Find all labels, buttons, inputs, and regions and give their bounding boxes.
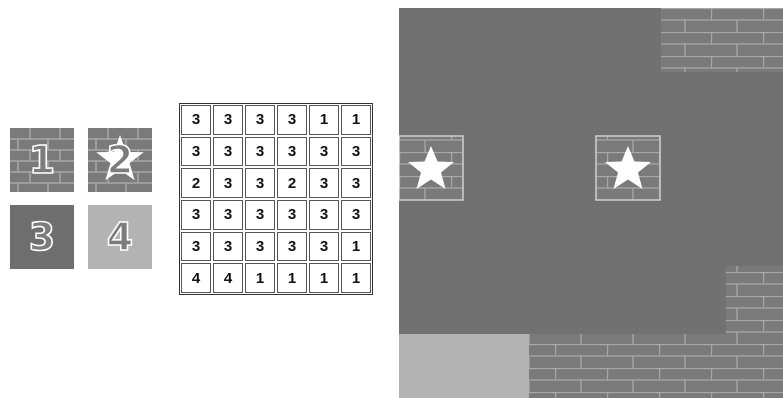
grid-cell: 3 xyxy=(341,168,371,198)
legend-tile-dark: 3 xyxy=(10,205,74,269)
light-floor xyxy=(399,334,529,398)
grid-cell: 1 xyxy=(309,263,339,293)
grid-cell: 2 xyxy=(181,168,211,198)
grid-cell: 3 xyxy=(245,232,275,262)
grid-cell: 3 xyxy=(213,232,243,262)
level-view xyxy=(399,8,783,398)
star-tile-left xyxy=(399,136,463,200)
grid-cell: 3 xyxy=(277,200,307,230)
grid-cell: 1 xyxy=(341,263,371,293)
legend-tile-star: 2 xyxy=(88,128,152,192)
grid-cell: 3 xyxy=(245,105,275,135)
grid-cell: 3 xyxy=(309,232,339,262)
grid-cell: 3 xyxy=(245,200,275,230)
grid-cell: 3 xyxy=(277,232,307,262)
grid-cell: 3 xyxy=(341,200,371,230)
grid-cell: 3 xyxy=(181,200,211,230)
star-tile-right xyxy=(596,136,660,200)
grid-cell: 1 xyxy=(341,232,371,262)
grid-cell: 3 xyxy=(277,137,307,167)
grid-cell: 1 xyxy=(245,263,275,293)
grid-cell: 3 xyxy=(181,105,211,135)
grid-cell: 3 xyxy=(213,168,243,198)
legend-label-4: 4 xyxy=(88,205,152,269)
legend-tile-light: 4 xyxy=(88,205,152,269)
grid-cell: 4 xyxy=(213,263,243,293)
legend-tile-brick: 1 xyxy=(10,128,74,192)
legend-label-2: 2 xyxy=(88,128,152,192)
grid-cell: 3 xyxy=(309,137,339,167)
grid-cell: 3 xyxy=(309,200,339,230)
legend-label-3: 3 xyxy=(10,205,74,269)
grid-cell: 3 xyxy=(341,137,371,167)
grid-cell: 1 xyxy=(341,105,371,135)
grid-cell: 3 xyxy=(245,168,275,198)
grid-cell: 1 xyxy=(277,263,307,293)
grid-cell: 3 xyxy=(181,232,211,262)
grid-cell: 3 xyxy=(213,200,243,230)
brick-floor xyxy=(529,334,783,398)
grid-cell: 4 xyxy=(181,263,211,293)
grid-cell: 1 xyxy=(309,105,339,135)
grid-cell: 3 xyxy=(213,105,243,135)
grid-cell: 3 xyxy=(277,105,307,135)
grid-cell: 3 xyxy=(245,137,275,167)
grid-cell: 2 xyxy=(277,168,307,198)
grid-cell: 3 xyxy=(181,137,211,167)
brick-block-top xyxy=(661,8,783,72)
grid-cell: 3 xyxy=(213,137,243,167)
grid-cell: 3 xyxy=(309,168,339,198)
legend-label-1: 1 xyxy=(10,128,74,192)
